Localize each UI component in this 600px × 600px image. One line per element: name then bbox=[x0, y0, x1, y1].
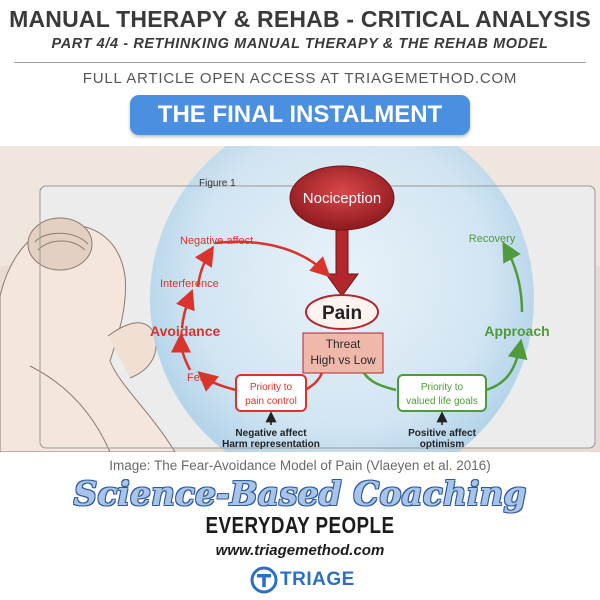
priority-life-goals-node bbox=[397, 374, 487, 412]
priority-pain-control-node bbox=[235, 374, 307, 412]
bottom-right-line1: Positive affect bbox=[408, 428, 476, 439]
arrow-interference-to-negative-affect bbox=[194, 245, 214, 287]
bottom-right-line2: optimism bbox=[420, 439, 465, 450]
triage-logo-text: TRIAGE bbox=[280, 569, 355, 590]
final-instalment-banner: THE FINAL INSTALMENT bbox=[130, 95, 470, 135]
website-url[interactable]: www.triagemethod.com bbox=[215, 542, 385, 559]
article-subtitle: PART 4/4 - RETHINKING MANUAL THERAPY & T… bbox=[51, 36, 549, 52]
arrow-fear-to-avoidance bbox=[171, 332, 192, 371]
threat-label-line1: Threat bbox=[326, 337, 361, 351]
priority-right-line2: valued life goals bbox=[406, 396, 478, 407]
avoidance-label: Avoidance bbox=[150, 323, 220, 339]
arrow-avoidance-to-interference bbox=[176, 289, 195, 329]
interference-label: Interference bbox=[160, 278, 219, 290]
nociception-label: Nociception bbox=[303, 190, 381, 207]
open-access-note: FULL ARTICLE OPEN ACCESS AT TRIAGEMETHOD… bbox=[82, 70, 518, 87]
fear-avoidance-figure: Figure 1 Nociception Pain Threat High vs… bbox=[0, 107, 600, 491]
approach-label: Approach bbox=[484, 323, 549, 339]
priority-left-line2: pain control bbox=[245, 396, 297, 407]
fear-label: Fear bbox=[187, 372, 210, 384]
priority-left-line1: Priority to bbox=[250, 382, 293, 393]
arrow-priority-to-approach bbox=[485, 338, 528, 392]
pain-label: Pain bbox=[322, 303, 362, 324]
figure-caption: Image: The Fear-Avoidance Model of Pain … bbox=[109, 458, 491, 473]
arrow-approach-to-recovery bbox=[502, 241, 524, 313]
nociception-arrow bbox=[325, 229, 359, 297]
arrow-negative-affect-to-pain bbox=[214, 240, 331, 278]
divider-top bbox=[14, 62, 586, 63]
tagline-science-based-coaching: Science-Based Coaching bbox=[73, 474, 527, 513]
threat-to-right-connector bbox=[362, 372, 397, 392]
priority-right-line1: Priority to bbox=[421, 382, 464, 393]
arrow-priority-to-fear bbox=[197, 371, 237, 392]
fear-avoidance-diagram: Figure 1 Nociception Pain Threat High vs… bbox=[0, 107, 600, 491]
negative-affect-label: Negative affect bbox=[180, 235, 253, 247]
pain-node bbox=[305, 294, 379, 330]
bottom-left-line2: Harm representation bbox=[222, 439, 320, 450]
tagline-everyday-people: EVERYDAY PEOPLE bbox=[205, 512, 395, 538]
woman-holding-neck-illustration bbox=[0, 217, 176, 453]
bottom-left-line1: Negative affect bbox=[235, 428, 307, 439]
triage-logo: TRIAGE bbox=[250, 566, 360, 594]
recovery-label: Recovery bbox=[469, 233, 516, 245]
threat-node bbox=[302, 332, 384, 374]
article-title: MANUAL THERAPY & REHAB - CRITICAL ANALYS… bbox=[9, 6, 591, 32]
triage-t-icon bbox=[250, 566, 278, 594]
threat-label-line2: High vs Low bbox=[310, 353, 376, 367]
figure-label: Figure 1 bbox=[199, 178, 236, 189]
